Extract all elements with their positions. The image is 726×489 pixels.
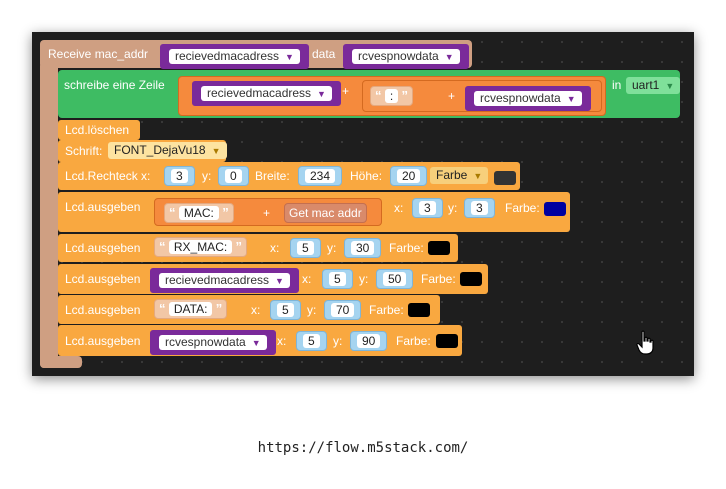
rect-y-label: y: (202, 169, 212, 183)
plus-operator: + (263, 206, 271, 220)
print-label: Lcd.ausgeben (65, 241, 141, 255)
string-literal-separator[interactable]: “ : ” (370, 86, 414, 106)
font-label: Schrift: (65, 144, 103, 158)
lcd-print-block-4[interactable] (58, 295, 440, 324)
rect-label: Lcd.Rechteck x: (65, 169, 151, 183)
receive-event-foot (40, 356, 82, 368)
print-color-swatch[interactable] (436, 334, 458, 348)
rect-color-swatch[interactable] (494, 171, 516, 185)
quote-open-icon: “ (375, 88, 382, 103)
x-label: x: (270, 241, 280, 255)
lcd-clear-label: Lcd.löschen (65, 123, 130, 137)
string-literal-data[interactable]: “ DATA: ” (154, 299, 228, 319)
x-label: x: (251, 303, 261, 317)
print-y-input[interactable]: 50 (376, 269, 414, 289)
print-label: Lcd.ausgeben (65, 334, 141, 348)
rect-color-label-dropdown[interactable]: Farbe▼ (430, 167, 489, 184)
print-y-input[interactable]: 30 (344, 238, 382, 258)
hand-cursor-icon (636, 330, 654, 355)
chevron-down-icon: ▼ (251, 338, 261, 348)
quote-close-icon: ” (222, 205, 229, 220)
y-label: y: (333, 334, 343, 348)
y-label: y: (448, 201, 458, 215)
var-recievedmacadress-dropdown[interactable]: recievedmacadress▼ (160, 44, 309, 69)
print-label: Lcd.ausgeben (65, 272, 141, 286)
chevron-down-icon: ▼ (473, 171, 483, 181)
y-label: y: (359, 272, 369, 286)
quote-close-icon: ” (215, 301, 223, 316)
chevron-down-icon: ▼ (566, 94, 576, 104)
quote-open-icon: “ (169, 205, 176, 220)
print-x-input[interactable]: 5 (270, 300, 301, 320)
print-x-input[interactable]: 5 (290, 238, 321, 258)
print-label: Lcd.ausgeben (65, 200, 141, 214)
quote-close-icon: ” (401, 88, 409, 103)
x-label: x: (302, 272, 312, 286)
print-y-input[interactable]: 90 (350, 331, 388, 351)
chevron-down-icon: ▼ (317, 89, 326, 99)
rect-x-input[interactable]: 3 (164, 166, 195, 186)
in-label: in (612, 78, 622, 92)
chevron-down-icon: ▼ (275, 276, 284, 286)
print-y-input[interactable]: 3 (464, 198, 495, 218)
print-color-swatch[interactable] (460, 272, 482, 286)
print-color-swatch[interactable] (428, 241, 450, 255)
chevron-down-icon: ▼ (665, 81, 675, 91)
print-color-swatch[interactable] (408, 303, 430, 317)
chevron-down-icon: ▼ (444, 52, 454, 62)
quote-open-icon: “ (159, 301, 166, 316)
string-literal-mac[interactable]: “ MAC: ” (164, 203, 234, 223)
print-label: Lcd.ausgeben (65, 303, 141, 317)
var-rcvespnowdata-dropdown[interactable]: rcvespnowdata▼ (150, 330, 276, 355)
footer-url: https://flow.m5stack.com/ (257, 440, 469, 456)
chevron-down-icon: ▼ (285, 52, 294, 62)
uart-dropdown[interactable]: uart1▼ (626, 77, 681, 94)
receive-label: Receive mac_addr (48, 47, 149, 61)
plus-operator: + (342, 84, 350, 98)
color-label: Farbe: (396, 334, 431, 348)
quote-open-icon: “ (159, 239, 166, 254)
receive-event-body (40, 62, 58, 368)
rect-width-label: Breite: (255, 169, 290, 183)
string-literal-rx-mac[interactable]: “ RX_MAC: ” (154, 237, 248, 257)
var-recievedmacadress-dropdown[interactable]: recievedmacadress▼ (150, 268, 299, 293)
print-y-input[interactable]: 70 (324, 300, 362, 320)
data-label: data (312, 47, 336, 61)
rect-width-input[interactable]: 234 (298, 166, 343, 186)
y-label: y: (327, 241, 337, 255)
print-x-input[interactable]: 5 (296, 331, 327, 351)
rect-height-input[interactable]: 20 (390, 166, 428, 186)
rect-height-label: Höhe: (350, 169, 383, 183)
x-label: x: (394, 201, 404, 215)
var-recievedmacadress-dropdown[interactable]: recievedmacadress▼ (192, 81, 341, 106)
get-mac-addr-block[interactable]: Get mac addr (284, 203, 367, 223)
lcd-print-block-2[interactable] (58, 234, 458, 262)
plus-operator: + (448, 89, 456, 103)
var-rcvespnowdata-dropdown[interactable]: rcvespnowdata▼ (465, 86, 591, 111)
rect-y-input[interactable]: 0 (218, 166, 249, 186)
font-dropdown[interactable]: FONT_DejaVu18▼ (108, 142, 227, 159)
write-line-label: schreibe eine Zeile (64, 78, 165, 92)
print-x-input[interactable]: 5 (322, 269, 353, 289)
print-color-swatch[interactable] (544, 202, 566, 216)
x-label: x: (277, 334, 287, 348)
blockly-workspace[interactable]: Receive mac_addr recievedmacadress▼ data… (32, 32, 694, 376)
var-rcvespnowdata-dropdown[interactable]: rcvespnowdata▼ (343, 44, 469, 69)
lcd-clear-block[interactable] (58, 120, 140, 140)
quote-close-icon: ” (235, 239, 243, 254)
y-label: y: (307, 303, 317, 317)
color-label: Farbe: (505, 201, 540, 215)
chevron-down-icon: ▼ (211, 146, 221, 156)
color-label: Farbe: (421, 272, 456, 286)
color-label: Farbe: (369, 303, 404, 317)
print-x-input[interactable]: 3 (412, 198, 443, 218)
color-label: Farbe: (389, 241, 424, 255)
